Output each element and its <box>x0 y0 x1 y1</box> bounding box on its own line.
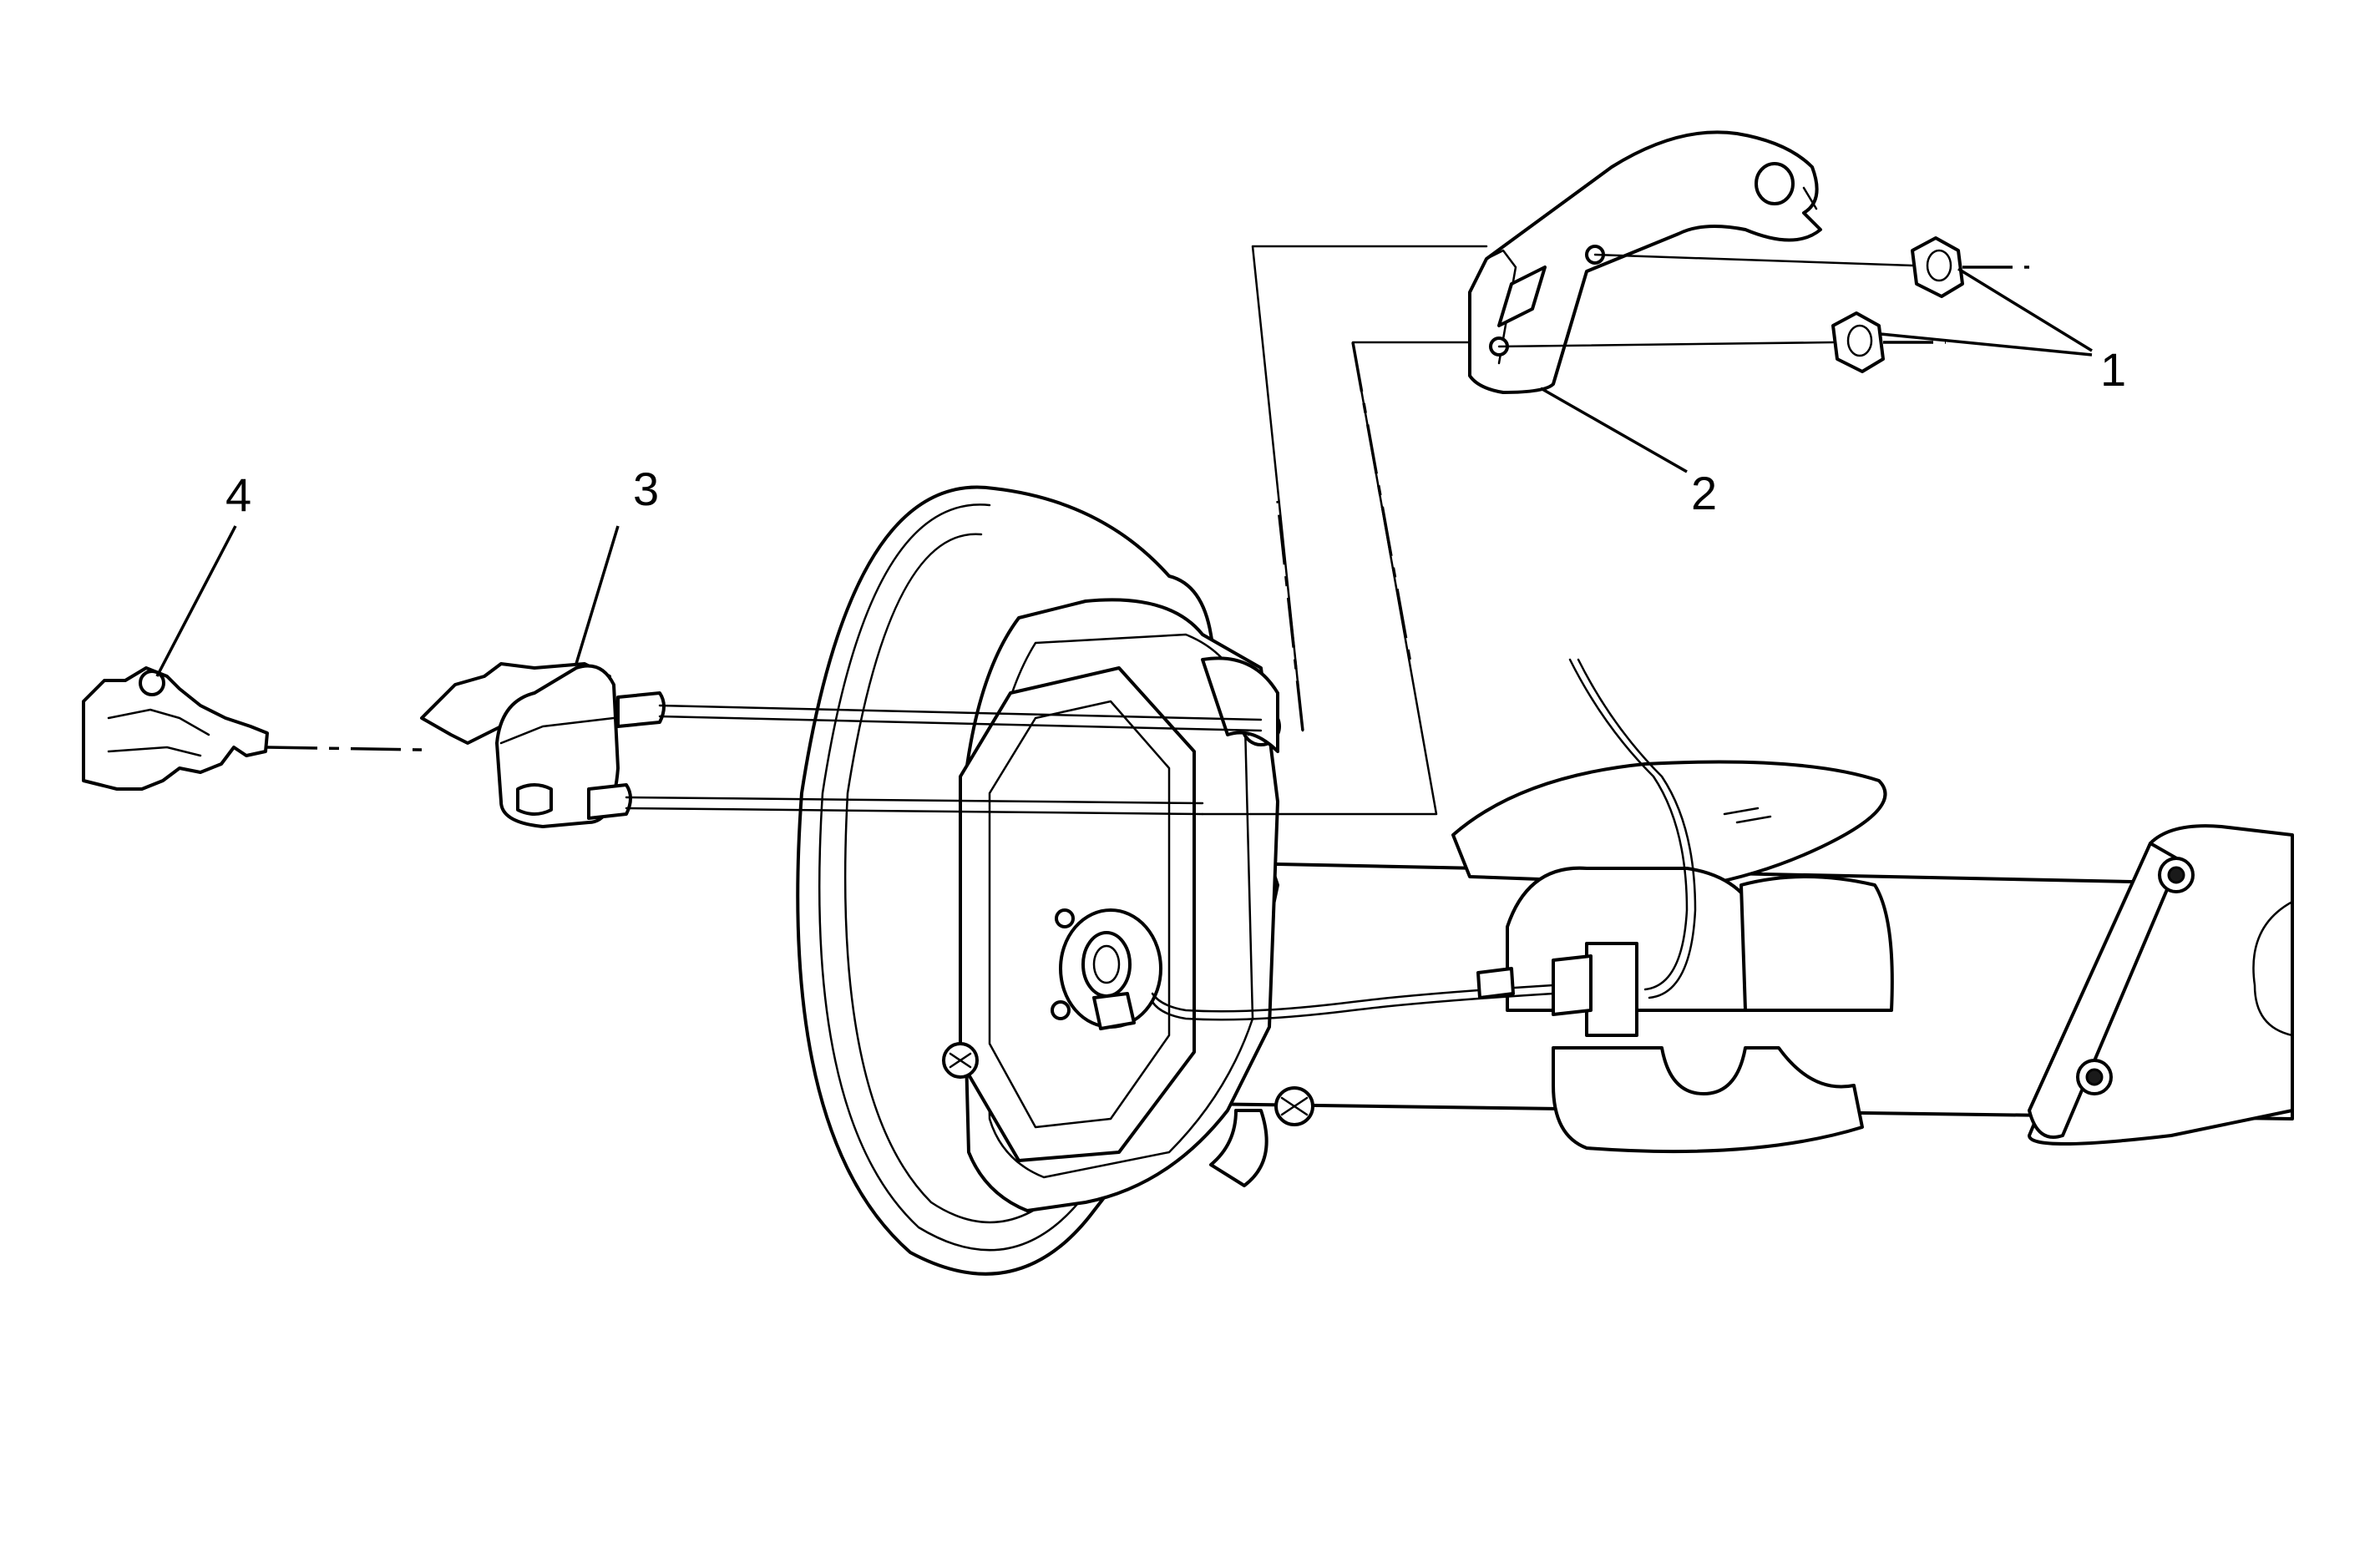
axle-housing <box>1042 760 2294 1154</box>
callout-1: 1 <box>2100 343 2126 396</box>
part-1-nut-lower <box>1831 311 1885 373</box>
leader-2 <box>1540 387 1688 473</box>
leader-1-lower <box>1880 332 2093 357</box>
callout-labels: 1 2 3 4 <box>225 343 2126 521</box>
sensor-harness <box>1092 658 1697 1037</box>
part-3-retainer <box>420 662 666 828</box>
leader-1-upper <box>1957 267 2093 352</box>
leader-3 <box>575 525 620 665</box>
leader-lines <box>155 267 2093 677</box>
part-4-clip <box>82 666 269 791</box>
callout-4: 4 <box>225 468 251 521</box>
leader-4 <box>155 525 237 677</box>
callout-3: 3 <box>633 463 659 515</box>
brake-backing-plate <box>796 485 1314 1276</box>
part-1-nut-upper <box>1911 236 1964 298</box>
exploded-view-lines <box>266 245 2029 816</box>
callout-2: 2 <box>1691 467 1717 519</box>
part-2-bracket <box>1468 130 1822 394</box>
